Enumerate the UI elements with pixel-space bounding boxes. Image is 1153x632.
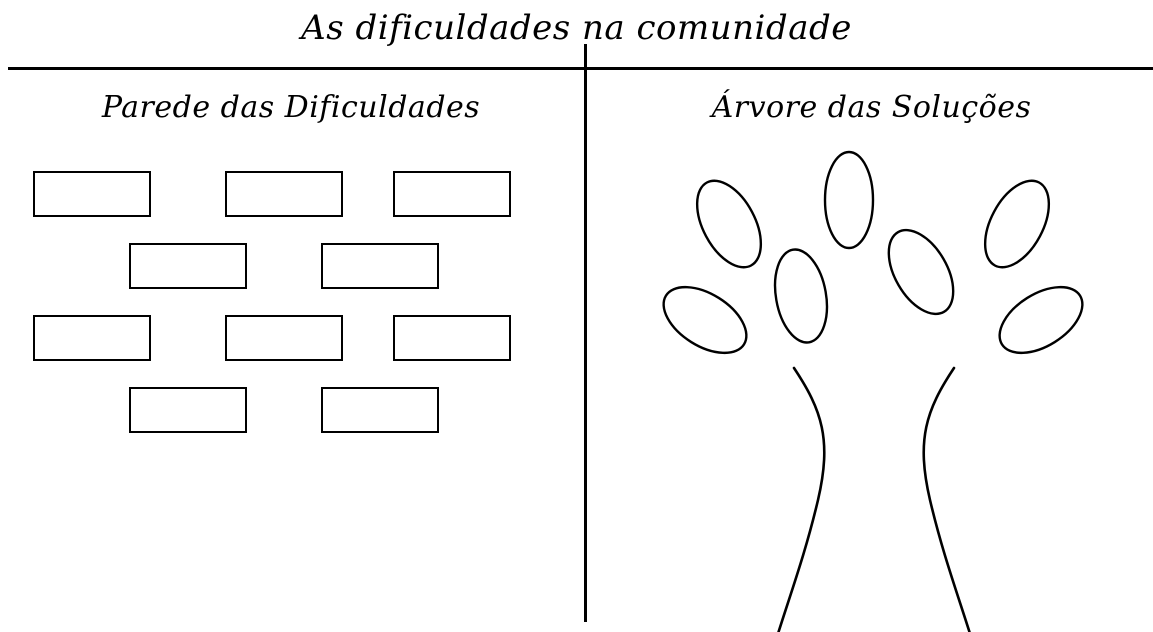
brick-9[interactable] [129,387,247,433]
tree-leaf-3[interactable] [972,170,1062,277]
tree-leaf-7[interactable] [988,274,1094,367]
tree-leaf-2[interactable] [823,150,875,250]
brick-7[interactable] [225,315,343,361]
page-title: As dificuldades na comunidade [301,8,852,48]
brick-10[interactable] [321,387,439,433]
wall-heading: Parede das Dificuldades [101,90,481,125]
brick-5[interactable] [321,243,439,289]
tree-leaf-5[interactable] [875,219,966,325]
tree-leaf-1[interactable] [684,170,774,277]
horizontal-divider [8,67,1153,70]
tree-leaf-4[interactable] [768,245,834,346]
brick-6[interactable] [33,315,151,361]
brick-4[interactable] [129,243,247,289]
tree-trunk-right [922,366,971,632]
vertical-divider [584,44,587,622]
brick-1[interactable] [33,171,151,217]
tree-leaf-6[interactable] [652,274,758,367]
brick-8[interactable] [393,315,511,361]
tree-heading: Árvore das Soluções [711,90,1032,125]
brick-2[interactable] [225,171,343,217]
tree-trunk-left [777,366,826,632]
solution-tree [652,150,1094,632]
brick-3[interactable] [393,171,511,217]
